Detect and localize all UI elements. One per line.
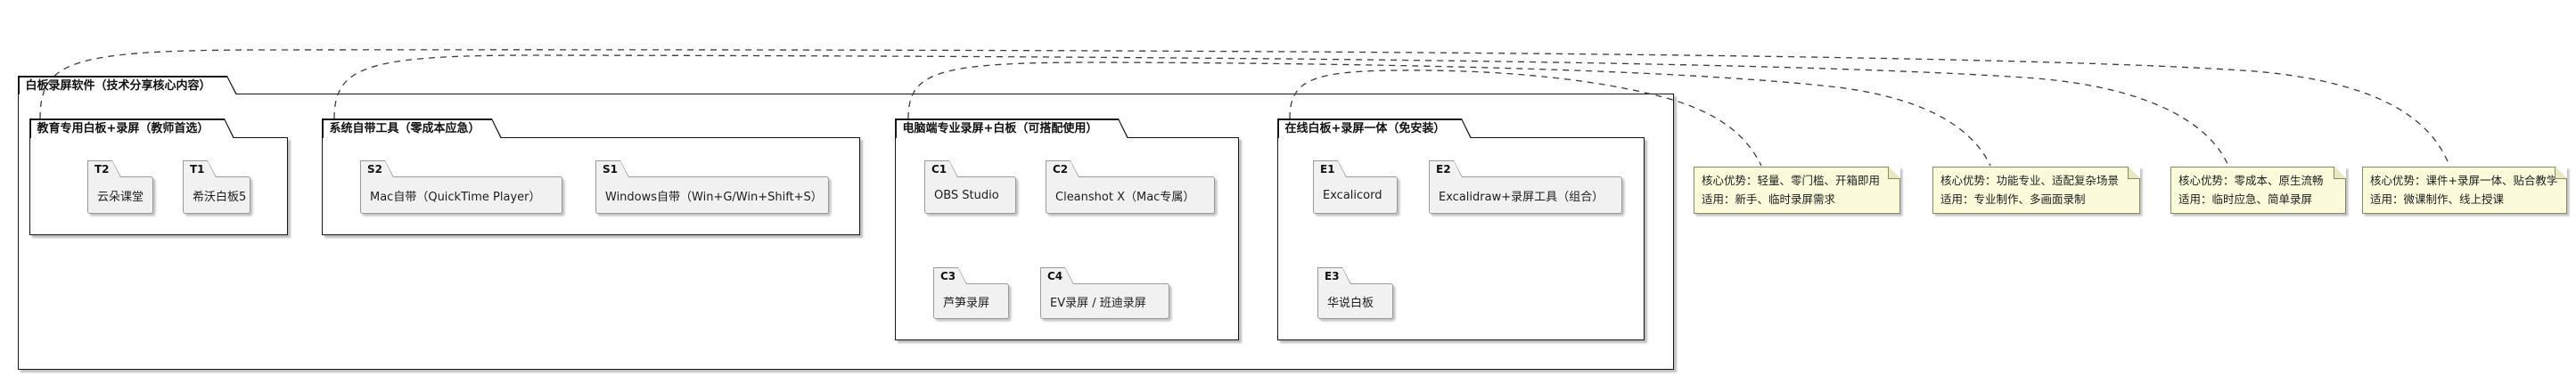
node-T1: T1 希沃白板5 xyxy=(183,160,250,214)
node-S2-tab: S2 xyxy=(360,160,394,177)
node-C3-label: 芦笋录屏 xyxy=(933,283,1009,319)
node-T2-tag: T2 xyxy=(88,161,120,177)
node-C1-label: OBS Studio xyxy=(924,176,1016,214)
node-E1-tag: E1 xyxy=(1314,161,1346,177)
note-line: 核心优势：零成本、原生流畅 xyxy=(2178,174,2324,187)
node-S2-tag: S2 xyxy=(361,161,393,177)
note-sys-advantages: 核心优势：零成本、原生流畅 适用：临时应急、简单录屏 xyxy=(2170,167,2346,214)
node-S2-label: Mac自带（QuickTime Player） xyxy=(360,176,562,214)
note-line: 适用：临时应急、简单录屏 xyxy=(2178,192,2313,206)
package-edu-tab: 教育专用白板+录屏（教师首选） xyxy=(29,119,234,138)
note-line: 核心优势：功能专业、适配复杂场景 xyxy=(1940,174,2120,187)
node-C3: C3 芦笋录屏 xyxy=(933,267,1009,319)
note-line: 适用：新手、临时录屏需求 xyxy=(1702,192,1836,206)
node-E2: E2 Excalidraw+录屏工具（组合） xyxy=(1429,160,1622,214)
node-E2-tab: E2 xyxy=(1429,160,1463,177)
node-E1-label: Excalicord xyxy=(1313,176,1398,214)
node-C1-tab: C1 xyxy=(924,160,958,177)
package-edu-title: 教育专用白板+录屏（教师首选） xyxy=(31,120,234,139)
node-S1-label: Windows自带（Win+G/Win+Shift+S） xyxy=(595,176,829,214)
node-S1-tag: S1 xyxy=(596,161,628,177)
node-C4-label: EV录屏 / 班迪录屏 xyxy=(1040,283,1169,319)
note-line: 核心优势：轻量、零门槛、开箱即用 xyxy=(1702,174,1881,187)
node-T1-tag: T1 xyxy=(184,161,216,177)
node-C2-tag: C2 xyxy=(1046,161,1079,177)
node-C2-tab: C2 xyxy=(1046,160,1079,177)
node-C2: C2 Cleanshot X（Mac专属） xyxy=(1046,160,1215,214)
note-edu-advantages: 核心优势：课件+录屏一体、贴合教学 适用：微课制作、线上授课 xyxy=(2362,167,2567,214)
node-E2-tag: E2 xyxy=(1430,161,1462,177)
package-pc: 电脑端专业录屏+白板（可搭配使用） C1 OBS Studio C2 Clean… xyxy=(895,119,1239,340)
node-E3: E3 华说白板 xyxy=(1317,267,1393,319)
note-pc-advantages: 核心优势：功能专业、适配复杂场景 适用：专业制作、多画面录制 xyxy=(1932,167,2140,214)
node-S1-tab: S1 xyxy=(595,160,629,177)
node-C3-tag: C3 xyxy=(934,268,966,284)
node-C2-label: Cleanshot X（Mac专属） xyxy=(1046,176,1215,214)
node-S2: S2 Mac自带（QuickTime Player） xyxy=(360,160,562,214)
node-C4-tab: C4 xyxy=(1040,267,1074,284)
node-C3-tab: C3 xyxy=(933,267,967,284)
package-online: 在线白板+录屏一体（免安装） E1 Excalicord E2 Excalidr… xyxy=(1277,119,1645,340)
package-online-title: 在线白板+录屏一体（免安装） xyxy=(1279,120,1471,139)
note-line: 适用：微课制作、线上授课 xyxy=(2370,192,2505,206)
note-online-advantages: 核心优势：轻量、零门槛、开箱即用 适用：新手、临时录屏需求 xyxy=(1694,167,1900,214)
package-pc-tab: 电脑端专业录屏+白板（可搭配使用） xyxy=(895,119,1128,138)
node-T1-label: 希沃白板5 xyxy=(183,176,250,214)
root-package-title: 白板录屏软件（技术分享核心内容） xyxy=(20,78,236,95)
package-sys-title: 系统自带工具（零成本应急） xyxy=(324,120,501,139)
package-sys-tab: 系统自带工具（零成本应急） xyxy=(322,119,502,138)
node-E1: E1 Excalicord xyxy=(1313,160,1398,214)
node-S1: S1 Windows自带（Win+G/Win+Shift+S） xyxy=(595,160,829,214)
node-E1-tab: E1 xyxy=(1313,160,1347,177)
node-E3-tag: E3 xyxy=(1318,268,1350,284)
node-E2-label: Excalidraw+录屏工具（组合） xyxy=(1429,176,1622,214)
root-package-tab: 白板录屏软件（技术分享核心内容） xyxy=(18,76,237,94)
node-E3-tab: E3 xyxy=(1317,267,1351,284)
node-T2: T2 云朵课堂 xyxy=(87,160,153,214)
node-C1-tag: C1 xyxy=(925,161,957,177)
package-pc-title: 电脑端专业录屏+白板（可搭配使用） xyxy=(897,120,1128,139)
note-line: 核心优势：课件+录屏一体、贴合教学 xyxy=(2370,174,2558,187)
package-online-tab: 在线白板+录屏一体（免安装） xyxy=(1277,119,1472,138)
node-C4: C4 EV录屏 / 班迪录屏 xyxy=(1040,267,1169,319)
node-C1: C1 OBS Studio xyxy=(924,160,1016,214)
node-C4-tag: C4 xyxy=(1041,268,1073,284)
node-E3-label: 华说白板 xyxy=(1317,283,1393,319)
node-T2-tab: T2 xyxy=(87,160,121,177)
node-T1-tab: T1 xyxy=(183,160,217,177)
note-line: 适用：专业制作、多画面录制 xyxy=(1940,192,2086,206)
node-T2-label: 云朵课堂 xyxy=(87,176,153,214)
